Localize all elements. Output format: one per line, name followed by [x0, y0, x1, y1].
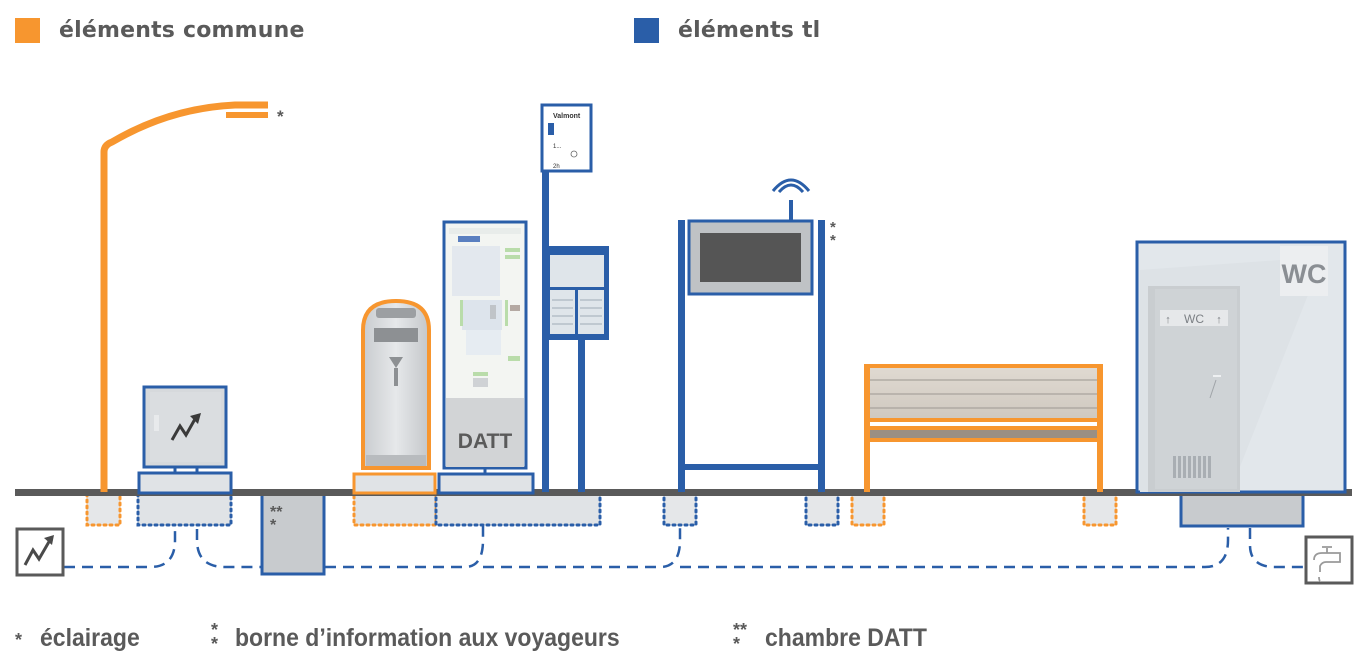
datt-kiosk: DATT — [437, 220, 535, 495]
power-supply — [15, 527, 65, 577]
lightning-arrow-icon — [170, 418, 197, 441]
cable-wc-to-water — [1248, 528, 1305, 569]
legend-tl: éléments tl — [634, 18, 820, 43]
bench — [864, 364, 1103, 492]
svg-text:↑: ↑ — [1165, 314, 1171, 326]
cable-cabinet-to-chamber — [195, 475, 262, 569]
cable-power-to-cabinet — [64, 475, 177, 569]
wc-cabin: WC WC ↑ ↑ — [1135, 240, 1347, 494]
foundation-bench-left — [850, 492, 886, 527]
foundation-cabinet — [136, 492, 233, 527]
electric-cabinet — [137, 385, 233, 495]
water-supply — [1304, 535, 1354, 585]
stop-time: 2h — [553, 164, 560, 170]
stop-line: 1... — [553, 144, 562, 150]
foundation-display-right — [804, 492, 840, 527]
display-screen — [700, 233, 801, 282]
lightning-arrow-icon — [23, 539, 52, 566]
legend-commune: éléments commune — [15, 18, 305, 43]
legend-commune-label: éléments commune — [59, 18, 305, 43]
footnotes: * éclairage * * borne d’information aux … — [0, 620, 1362, 658]
cable-to-wc — [680, 528, 1230, 569]
foundation-bench-right — [1082, 492, 1118, 527]
blue-square-icon — [634, 18, 659, 43]
wc-door-sign: WC — [1184, 312, 1204, 326]
ground-line — [15, 489, 1352, 496]
datt-chamber: ** * — [260, 492, 326, 576]
datt-chamber-marker-1: ** — [270, 504, 283, 521]
svg-text:↑: ↑ — [1216, 314, 1222, 326]
wifi-icon — [771, 178, 811, 194]
foundation-wc — [1179, 492, 1305, 528]
footnote-marker-chambre-2: * — [733, 634, 741, 654]
underground-cable-network — [64, 475, 1305, 569]
orange-square-icon — [15, 18, 40, 43]
footnote-chambre-datt: chambre DATT — [765, 624, 927, 652]
street-light-lamp — [226, 112, 268, 118]
footnote-borne-information: borne d’information aux voyageurs — [235, 624, 620, 652]
stop-name: Valmont — [553, 113, 581, 120]
street-light-marker: * — [277, 107, 284, 126]
stop-sign — [540, 103, 593, 173]
info-display-marker-1: * — [830, 219, 836, 236]
datt-label: DATT — [458, 430, 513, 453]
foundation-display-left — [662, 492, 698, 527]
foundation-street-light — [85, 492, 122, 527]
foundation-datt-pole — [434, 492, 602, 527]
footnote-marker-chambre-1: ** — [733, 620, 748, 640]
footnote-marker-borne-1: * — [211, 620, 219, 640]
bus-stop-pole: Valmont 1... 2h — [540, 103, 609, 492]
wc-sign: WC — [1282, 259, 1327, 289]
footnote-marker-borne-2: * — [211, 634, 219, 654]
legend-tl-label: éléments tl — [678, 18, 821, 43]
foundation-ticket-machine — [352, 492, 438, 527]
water-tap-icon — [1313, 546, 1341, 582]
street-light: * — [100, 101, 284, 492]
ticket-machine — [352, 298, 437, 495]
foundations — [85, 492, 1118, 527]
info-display-marker-2: * — [830, 232, 836, 249]
datt-chamber-marker-2: * — [270, 517, 277, 534]
footnote-eclairage: éclairage — [40, 624, 140, 652]
footnote-marker-eclairage: * — [15, 630, 23, 650]
info-display: * * — [678, 178, 836, 492]
